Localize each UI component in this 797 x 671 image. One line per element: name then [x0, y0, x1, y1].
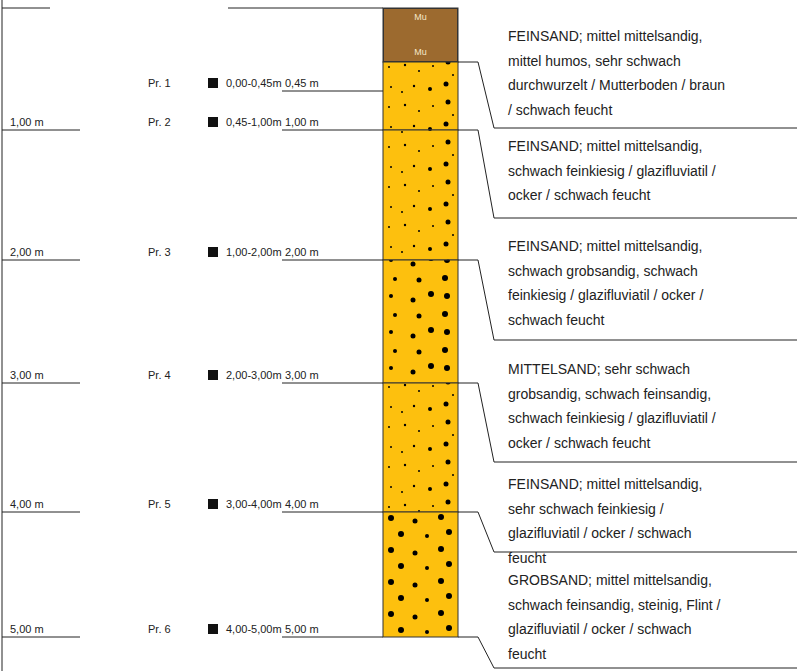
depth-scale-label: 5,00 m	[10, 622, 44, 636]
depth-line	[282, 637, 383, 638]
sample-number: Pr. 3	[148, 245, 171, 259]
layer-depth: 0,45 m	[285, 76, 319, 90]
depth-line	[282, 383, 383, 384]
sample-interval: 1,00-2,00m	[226, 245, 282, 259]
layer-description: FEINSAND; mittel mittelsandig, schwach g…	[508, 234, 731, 332]
scale-tick	[2, 637, 80, 638]
sample-marker	[208, 117, 218, 127]
layer-depth: 5,00 m	[285, 622, 319, 636]
soil-layer	[383, 62, 458, 130]
scale-tick	[2, 383, 80, 384]
depth-scale-label: 2,00 m	[10, 245, 44, 259]
sample-interval: 0,45-1,00m	[226, 115, 282, 129]
sample-marker	[208, 370, 218, 380]
layer-description: FEINSAND; mittel mittelsandig, mittel hu…	[508, 24, 731, 122]
leader-line	[458, 130, 797, 218]
soil-layer	[383, 512, 458, 637]
layer-depth: 4,00 m	[285, 497, 319, 511]
soil-layer	[383, 260, 458, 383]
sample-number: Pr. 1	[148, 76, 171, 90]
sample-marker	[208, 624, 218, 634]
depth-scale-label: 3,00 m	[10, 368, 44, 382]
sample-interval: 3,00-4,00m	[226, 497, 282, 511]
layer-code: Mu	[414, 12, 427, 23]
depth-scale-label: 4,00 m	[10, 497, 44, 511]
depth-line	[282, 512, 383, 513]
sample-interval: 4,00-5,00m	[226, 622, 282, 636]
depth-scale-label: 1,00 m	[10, 115, 44, 129]
layer-code: Mu	[414, 47, 427, 58]
sample-number: Pr. 2	[148, 115, 171, 129]
surface-line	[228, 8, 383, 9]
layer-description: FEINSAND; mittel mittelsandig, schwach f…	[508, 134, 731, 208]
sample-number: Pr. 6	[148, 622, 171, 636]
soil-layer	[383, 130, 458, 260]
sample-interval: 0,00-0,45m	[226, 76, 282, 90]
layer-depth: 3,00 m	[285, 368, 319, 382]
topsoil-layer: MuMu	[383, 8, 458, 62]
layer-description: FEINSAND; mittel mittelsandig, sehr schw…	[508, 472, 731, 570]
scale-top-line	[2, 8, 50, 9]
frame-line	[2, 0, 3, 671]
sample-marker	[208, 78, 218, 88]
depth-line	[282, 130, 383, 131]
sample-number: Pr. 4	[148, 368, 171, 382]
scale-tick	[2, 512, 80, 513]
sample-marker	[208, 499, 218, 509]
sample-marker	[208, 247, 218, 257]
scale-tick	[2, 130, 80, 131]
soil-layer	[383, 8, 458, 62]
layer-depth: 2,00 m	[285, 245, 319, 259]
layer-depth: 1,00 m	[285, 115, 319, 129]
scale-tick	[2, 260, 80, 261]
depth-line	[282, 91, 383, 92]
sample-interval: 2,00-3,00m	[226, 368, 282, 382]
leader-line	[458, 62, 797, 128]
layer-description: GROBSAND; mittel mittelsandig, schwach f…	[508, 568, 731, 666]
depth-line	[282, 260, 383, 261]
soil-layer	[383, 383, 458, 512]
sample-number: Pr. 5	[148, 497, 171, 511]
layer-description: MITTELSAND; sehr schwach grobsandig, sch…	[508, 357, 731, 455]
